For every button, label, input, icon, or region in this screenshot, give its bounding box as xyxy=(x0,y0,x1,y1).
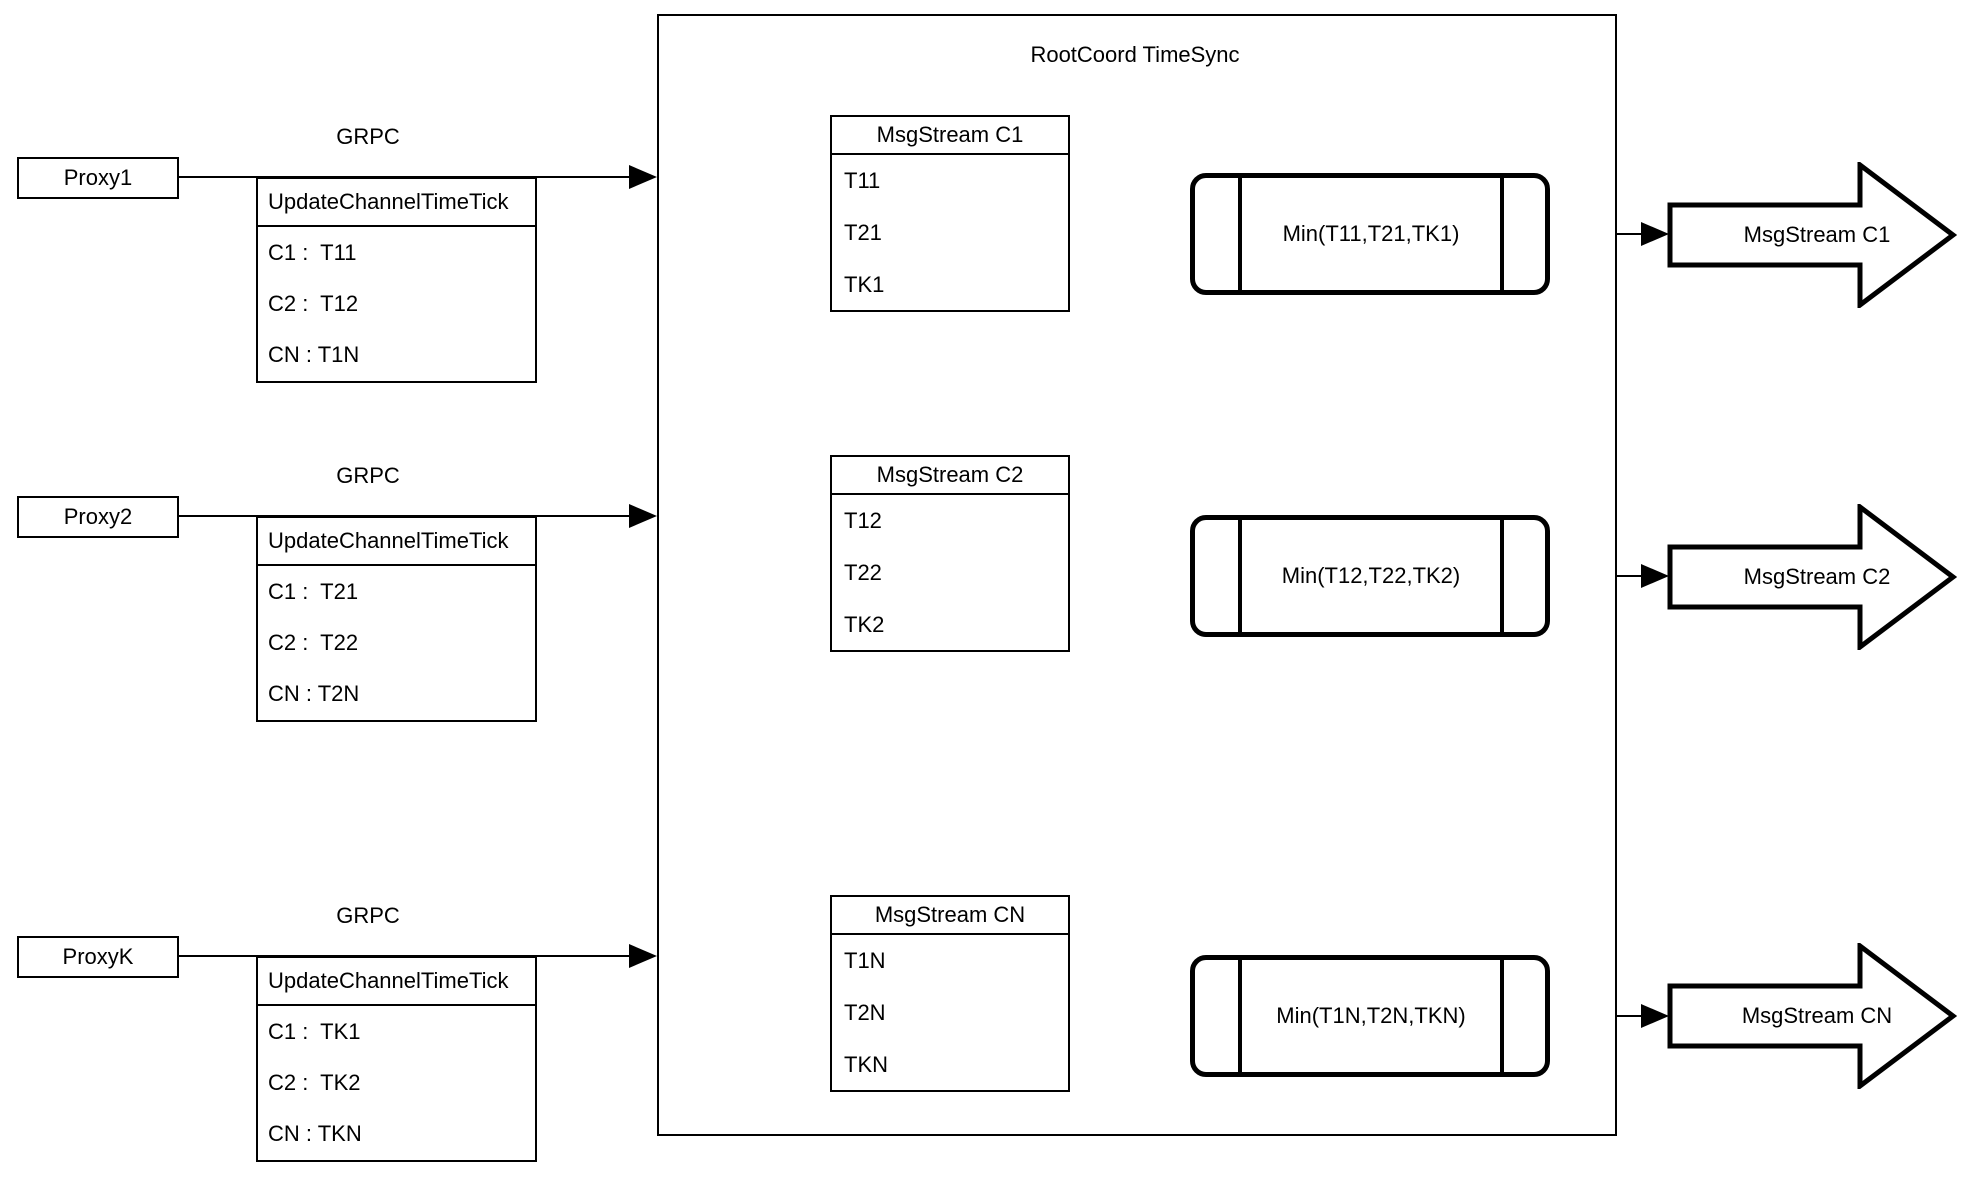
table-row: TK2 xyxy=(844,612,885,637)
min-node-right-cap xyxy=(1500,178,1545,290)
table-row: T12 xyxy=(844,508,882,533)
table-header: UpdateChannelTimeTick xyxy=(258,958,535,1006)
rootcoord-title: RootCoord TimeSync xyxy=(1030,42,1240,67)
min-label-1: Min(T11,T21,TK1) xyxy=(1282,221,1460,246)
table-row: T21 xyxy=(844,220,882,245)
table-row: CN : T2N xyxy=(268,680,360,706)
table-row: CN : TKN xyxy=(268,1120,362,1146)
output-arrow-cn: MsgStream CN xyxy=(1667,940,1958,1092)
block-arrow-icon xyxy=(1667,501,1958,653)
msgstream-table-cn: MsgStream CN T1N T2N TKN xyxy=(830,895,1070,1092)
block-arrow-icon xyxy=(1667,940,1958,1092)
msgstream-table-c1: MsgStream C1 T11 T21 TK1 xyxy=(830,115,1070,312)
min-node-3: Min(T1N,T2N,TKN) xyxy=(1190,955,1550,1077)
grpc-label-2: GRPC xyxy=(336,463,400,488)
table-row: TK1 xyxy=(844,272,885,297)
table-header: UpdateChannelTimeTick xyxy=(258,518,535,566)
proxy-box-k: ProxyK xyxy=(17,936,179,978)
table-header: UpdateChannelTimeTick xyxy=(258,179,535,227)
table-row: T11 xyxy=(844,168,881,193)
proxy-label-2: Proxy2 xyxy=(63,504,133,529)
table-row: T22 xyxy=(844,560,882,585)
table-header: MsgStream C1 xyxy=(832,117,1068,155)
min-label-3: Min(T1N,T2N,TKN) xyxy=(1276,1003,1466,1028)
update-timetick-table-1: UpdateChannelTimeTick C1 : T11 C2 : T12 … xyxy=(256,177,537,383)
min-label-2: Min(T12,T22,TK2) xyxy=(1281,563,1461,588)
min-node-right-cap xyxy=(1500,520,1545,632)
table-row: CN : T1N xyxy=(268,341,360,367)
table-row: T1N xyxy=(844,948,886,973)
block-arrow-icon xyxy=(1667,159,1958,311)
output-arrow-label: MsgStream CN xyxy=(1741,1003,1893,1028)
table-header: MsgStream CN xyxy=(832,897,1068,935)
grpc-label-1: GRPC xyxy=(336,124,400,149)
output-arrow-c1: MsgStream C1 xyxy=(1667,159,1958,311)
table-row: C1 : T21 xyxy=(268,578,359,604)
table-row: T2N xyxy=(844,1000,886,1025)
output-arrow-label: MsgStream C2 xyxy=(1743,564,1891,589)
output-arrow-label: MsgStream C1 xyxy=(1743,222,1891,247)
proxy-box-2: Proxy2 xyxy=(17,496,179,538)
proxy-box-1: Proxy1 xyxy=(17,157,179,199)
min-node-right-cap xyxy=(1500,960,1545,1072)
table-row: TKN xyxy=(844,1052,888,1077)
table-row: C1 : T11 xyxy=(268,239,357,265)
table-row: C1 : TK1 xyxy=(268,1018,361,1044)
msgstream-table-c2: MsgStream C2 T12 T22 TK2 xyxy=(830,455,1070,652)
proxy-label-k: ProxyK xyxy=(62,944,134,969)
min-node-left-cap xyxy=(1195,520,1242,632)
table-row: C2 : TK2 xyxy=(268,1069,361,1095)
table-row: C2 : T22 xyxy=(268,629,359,655)
table-row: C2 : T12 xyxy=(268,290,359,316)
grpc-label-3: GRPC xyxy=(336,903,400,928)
min-node-left-cap xyxy=(1195,178,1242,290)
update-timetick-table-2: UpdateChannelTimeTick C1 : T21 C2 : T22 … xyxy=(256,516,537,722)
min-node-left-cap xyxy=(1195,960,1242,1072)
output-arrow-c2: MsgStream C2 xyxy=(1667,501,1958,653)
proxy-label-1: Proxy1 xyxy=(63,165,133,190)
update-timetick-table-3: UpdateChannelTimeTick C1 : TK1 C2 : TK2 … xyxy=(256,956,537,1162)
min-node-1: Min(T11,T21,TK1) xyxy=(1190,173,1550,295)
min-node-2: Min(T12,T22,TK2) xyxy=(1190,515,1550,637)
table-header: MsgStream C2 xyxy=(832,457,1068,495)
